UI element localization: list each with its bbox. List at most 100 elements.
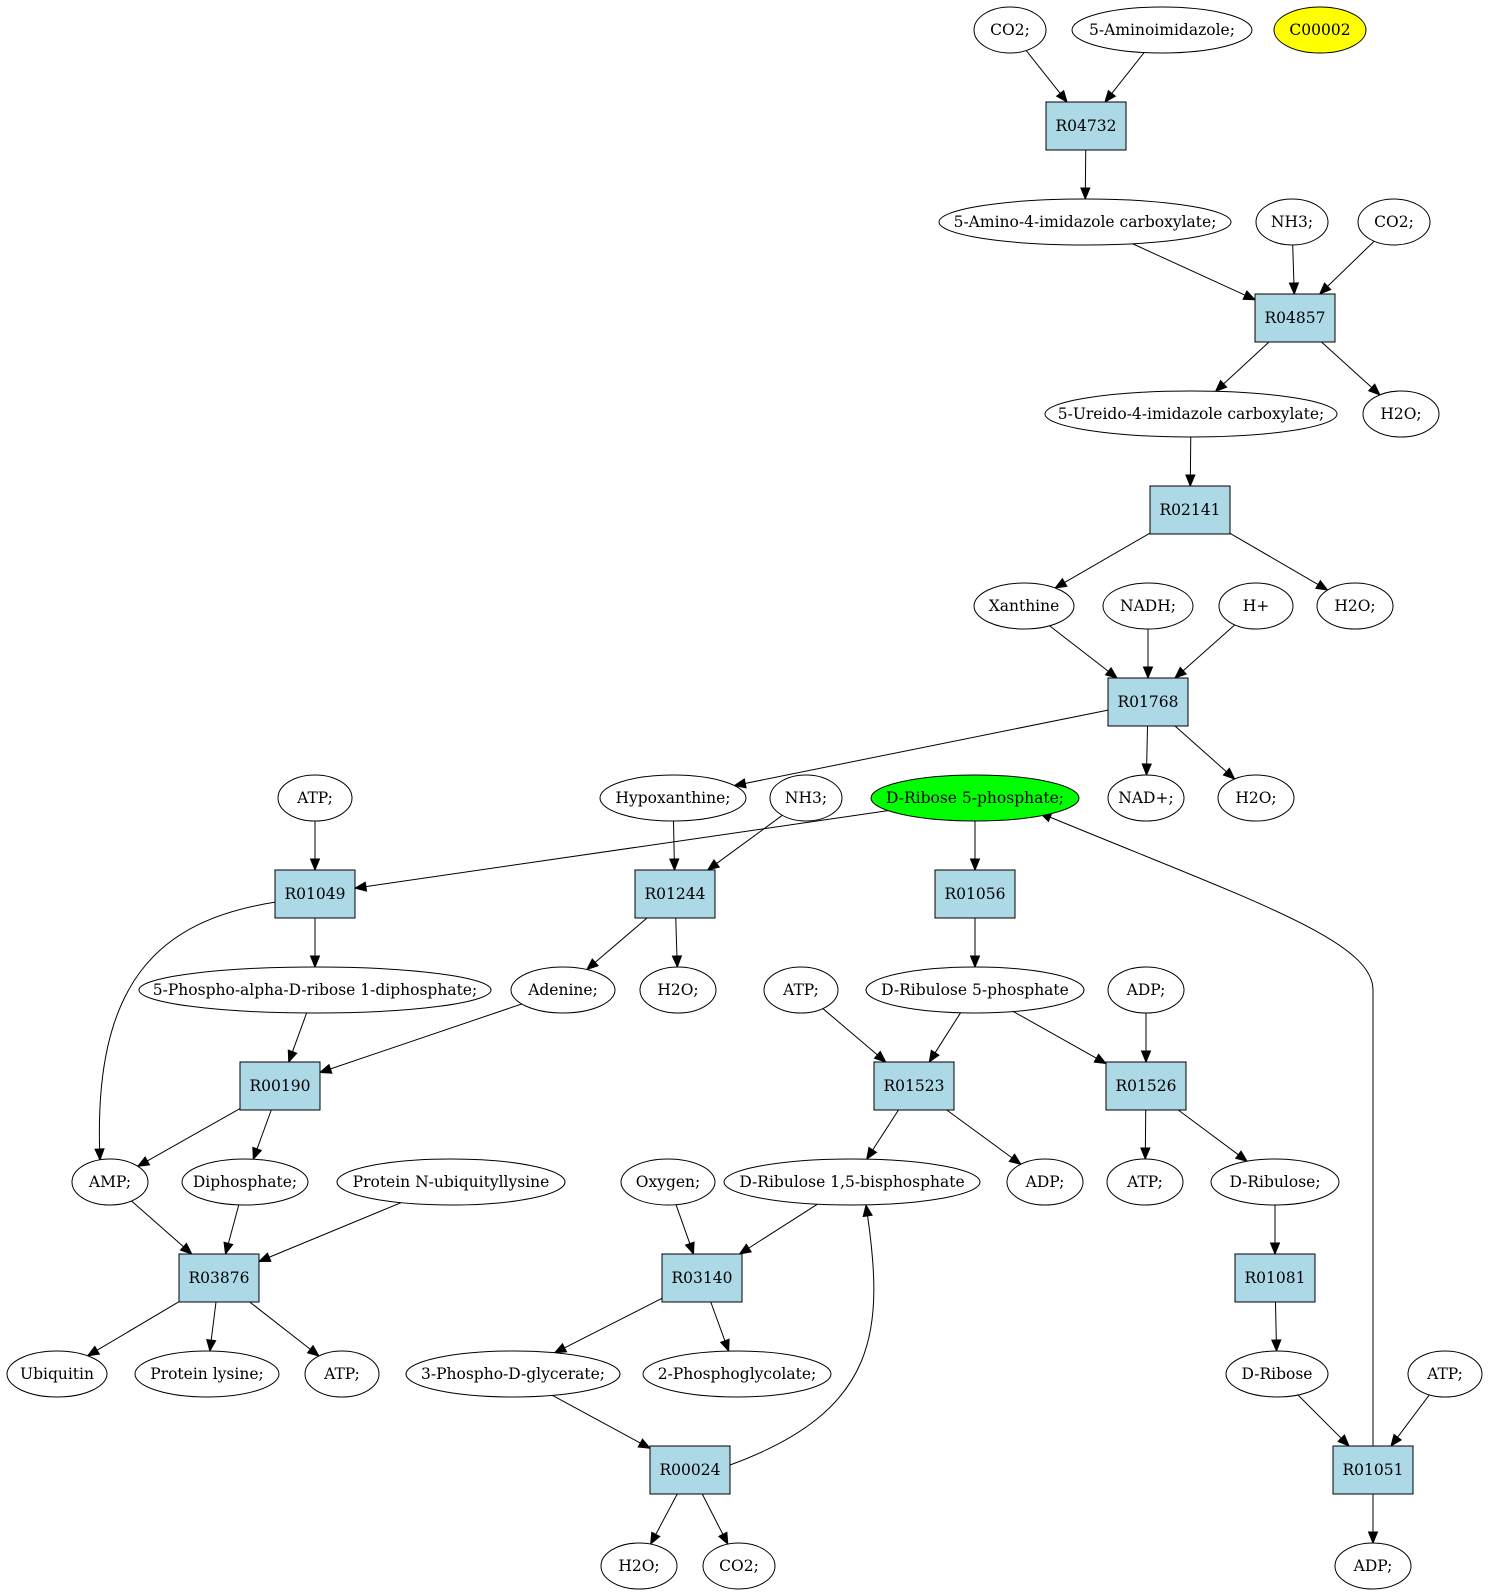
- reaction-box[interactable]: [873, 1061, 955, 1111]
- compound-node-oxygen[interactable]: Oxygen;: [620, 1158, 716, 1206]
- compound-node-ribose5p[interactable]: D-Ribose 5-phosphate;: [870, 774, 1080, 822]
- compound-node-amino_carboxylate[interactable]: 5-Amino-4-imidazole carboxylate;: [938, 198, 1232, 246]
- compound-ellipse[interactable]: [1107, 774, 1185, 822]
- reaction-box[interactable]: [239, 1061, 321, 1111]
- compound-ellipse[interactable]: [1218, 582, 1294, 630]
- compound-ellipse[interactable]: [865, 966, 1085, 1014]
- compound-node-amp[interactable]: AMP;: [71, 1158, 149, 1206]
- reaction-box[interactable]: [178, 1253, 260, 1303]
- compound-node-xanthine[interactable]: Xanthine: [973, 582, 1075, 630]
- compound-ellipse[interactable]: [1006, 1158, 1084, 1206]
- compound-ellipse[interactable]: [639, 966, 717, 1014]
- reaction-box[interactable]: [1234, 1253, 1316, 1303]
- compound-ellipse[interactable]: [702, 1542, 776, 1590]
- compound-node-phosphoglycolate[interactable]: 2-Phosphoglycolate;: [642, 1350, 832, 1398]
- compound-ellipse[interactable]: [71, 1158, 149, 1206]
- compound-ellipse[interactable]: [973, 582, 1075, 630]
- compound-ellipse[interactable]: [510, 966, 616, 1014]
- compound-ellipse[interactable]: [1362, 390, 1440, 438]
- compound-node-nh3_top[interactable]: NH3;: [1255, 198, 1329, 246]
- reaction-node-r04732[interactable]: R04732: [1045, 101, 1127, 151]
- reaction-node-r01768[interactable]: R01768: [1107, 677, 1189, 727]
- compound-ellipse[interactable]: [769, 774, 843, 822]
- compound-node-co2_3[interactable]: CO2;: [702, 1542, 776, 1590]
- compound-ellipse[interactable]: [642, 1350, 832, 1398]
- compound-ellipse[interactable]: [1357, 198, 1431, 246]
- compound-node-pga[interactable]: 3-Phospho-D-glycerate;: [405, 1350, 621, 1398]
- compound-ellipse[interactable]: [138, 966, 492, 1014]
- reaction-node-r00024[interactable]: R00024: [649, 1445, 731, 1495]
- compound-ellipse[interactable]: [1107, 966, 1185, 1014]
- compound-ellipse[interactable]: [620, 1158, 716, 1206]
- compound-ellipse[interactable]: [763, 966, 839, 1014]
- compound-node-rubp[interactable]: D-Ribulose 1,5-bisphosphate: [723, 1158, 981, 1206]
- compound-node-ribulose5p[interactable]: D-Ribulose 5-phosphate: [865, 966, 1085, 1014]
- compound-node-prpp[interactable]: 5-Phospho-alpha-D-ribose 1-diphosphate;: [138, 966, 492, 1014]
- reaction-node-r03876[interactable]: R03876: [178, 1253, 260, 1303]
- compound-node-nh3_2[interactable]: NH3;: [769, 774, 843, 822]
- compound-node-adp_3[interactable]: ADP;: [1334, 1542, 1412, 1590]
- compound-node-h2o_2[interactable]: H2O;: [1316, 582, 1394, 630]
- compound-ellipse[interactable]: [600, 1542, 678, 1590]
- compound-ellipse[interactable]: [1044, 390, 1338, 438]
- compound-ellipse[interactable]: [405, 1350, 621, 1398]
- reaction-box[interactable]: [1332, 1445, 1414, 1495]
- reaction-node-r00190[interactable]: R00190: [239, 1061, 321, 1111]
- compound-node-hypoxanthine[interactable]: Hypoxanthine;: [599, 774, 747, 822]
- reaction-box[interactable]: [634, 869, 716, 919]
- compound-ellipse[interactable]: [938, 198, 1232, 246]
- compound-node-atp_5[interactable]: ATP;: [1407, 1350, 1483, 1398]
- compound-node-nadplus[interactable]: NAD+;: [1107, 774, 1185, 822]
- compound-node-adp_1[interactable]: ADP;: [1107, 966, 1185, 1014]
- reaction-node-r02141[interactable]: R02141: [1149, 485, 1231, 535]
- compound-node-atp_4[interactable]: ATP;: [304, 1350, 380, 1398]
- reaction-box[interactable]: [649, 1445, 731, 1495]
- reaction-node-r01081[interactable]: R01081: [1234, 1253, 1316, 1303]
- reaction-box[interactable]: [1107, 677, 1189, 727]
- compound-ellipse[interactable]: [336, 1158, 566, 1206]
- reaction-node-r01244[interactable]: R01244: [634, 869, 716, 919]
- compound-node-diphosphate[interactable]: Diphosphate;: [181, 1158, 309, 1206]
- reaction-box[interactable]: [1254, 293, 1336, 343]
- compound-ellipse[interactable]: [1407, 1350, 1483, 1398]
- compound-node-hplus[interactable]: H+: [1218, 582, 1294, 630]
- compound-ellipse[interactable]: [1210, 1158, 1340, 1206]
- compound-ellipse[interactable]: [1255, 198, 1329, 246]
- reaction-node-r01051[interactable]: R01051: [1332, 1445, 1414, 1495]
- compound-ellipse[interactable]: [1225, 1350, 1329, 1398]
- compound-ellipse[interactable]: [870, 774, 1080, 822]
- compound-node-atp_1[interactable]: ATP;: [277, 774, 353, 822]
- compound-node-co2_top[interactable]: CO2;: [973, 6, 1047, 54]
- compound-node-h2o_4[interactable]: H2O;: [639, 966, 717, 1014]
- compound-node-dribulose[interactable]: D-Ribulose;: [1210, 1158, 1340, 1206]
- compound-ellipse[interactable]: [1071, 6, 1253, 54]
- reaction-node-r01049[interactable]: R01049: [274, 869, 356, 919]
- compound-node-co2_2[interactable]: CO2;: [1357, 198, 1431, 246]
- compound-ellipse[interactable]: [134, 1350, 280, 1398]
- reaction-node-r03140[interactable]: R03140: [661, 1253, 743, 1303]
- compound-node-h2o_3[interactable]: H2O;: [1217, 774, 1295, 822]
- compound-ellipse[interactable]: [973, 6, 1047, 54]
- reaction-box[interactable]: [274, 869, 356, 919]
- compound-node-nadh[interactable]: NADH;: [1102, 582, 1194, 630]
- compound-node-atp_3[interactable]: ATP;: [1106, 1158, 1184, 1206]
- reaction-node-r01523[interactable]: R01523: [873, 1061, 955, 1111]
- compound-ellipse[interactable]: [1273, 6, 1367, 54]
- compound-ellipse[interactable]: [1217, 774, 1295, 822]
- reaction-box[interactable]: [934, 869, 1016, 919]
- compound-node-c00002[interactable]: C00002: [1273, 6, 1367, 54]
- compound-node-adp_2[interactable]: ADP;: [1006, 1158, 1084, 1206]
- compound-node-adenine[interactable]: Adenine;: [510, 966, 616, 1014]
- reaction-box[interactable]: [1045, 101, 1127, 151]
- reaction-box[interactable]: [1149, 485, 1231, 535]
- reaction-node-r04857[interactable]: R04857: [1254, 293, 1336, 343]
- compound-node-dribose[interactable]: D-Ribose: [1225, 1350, 1329, 1398]
- compound-node-h2o_5[interactable]: H2O;: [600, 1542, 678, 1590]
- compound-node-ureido_carboxylate[interactable]: 5-Ureido-4-imidazole carboxylate;: [1044, 390, 1338, 438]
- compound-ellipse[interactable]: [1102, 582, 1194, 630]
- compound-ellipse[interactable]: [1106, 1158, 1184, 1206]
- compound-ellipse[interactable]: [6, 1350, 108, 1398]
- reaction-node-r01056[interactable]: R01056: [934, 869, 1016, 919]
- reaction-box[interactable]: [661, 1253, 743, 1303]
- compound-ellipse[interactable]: [304, 1350, 380, 1398]
